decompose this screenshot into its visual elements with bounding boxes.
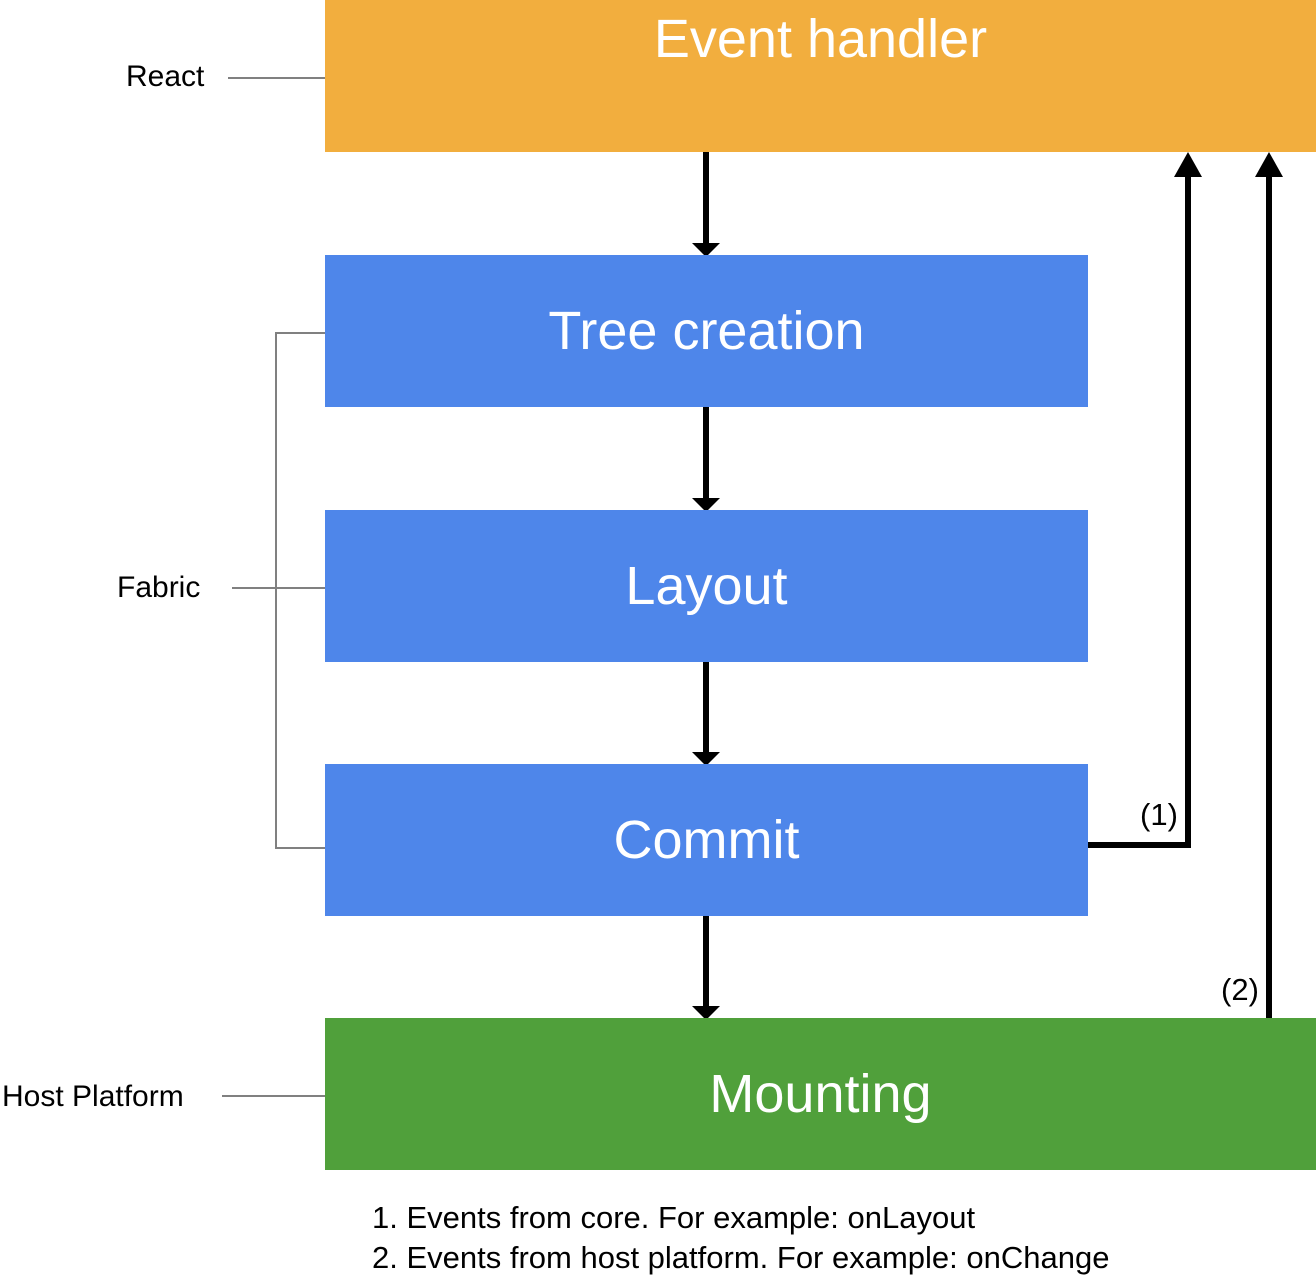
edge-ref-1-label: (1) [1140,797,1178,832]
arrow-mounting-to-event-handler-ref2 [1255,152,1283,1018]
legend-line-1: 1. Events from core. For example: onLayo… [372,1200,976,1235]
node-mounting[interactable]: Mounting [325,1018,1316,1170]
layer-label-host-platform: Host Platform [2,1080,184,1113]
arrow-tree-creation-to-layout [692,407,720,512]
layer-label-fabric: Fabric [117,571,201,604]
node-mounting-label: Mounting [709,1064,932,1124]
node-tree-creation[interactable]: Tree creation [325,255,1088,407]
node-layout[interactable]: Layout [325,510,1088,662]
legend: 1. Events from core. For example: onLayo… [372,1198,1109,1278]
node-tree-creation-label: Tree creation [548,301,865,361]
node-event-handler-label: Event handler [653,9,988,69]
arrow-layout-to-commit [692,662,720,766]
fabric-bracket [275,332,325,849]
node-layout-label: Layout [625,556,788,616]
node-event-handler[interactable]: Event handler [325,0,1316,152]
arrow-commit-to-event-handler-ref1 [1088,152,1202,848]
edge-ref-2-label: (2) [1221,972,1259,1007]
arrow-event-handler-to-tree-creation [692,152,720,257]
node-commit-label: Commit [613,810,800,870]
layer-label-react: React [126,60,205,93]
legend-line-2: 2. Events from host platform. For exampl… [372,1240,1110,1275]
arrow-commit-to-mounting [692,916,720,1020]
node-commit[interactable]: Commit [325,764,1088,916]
